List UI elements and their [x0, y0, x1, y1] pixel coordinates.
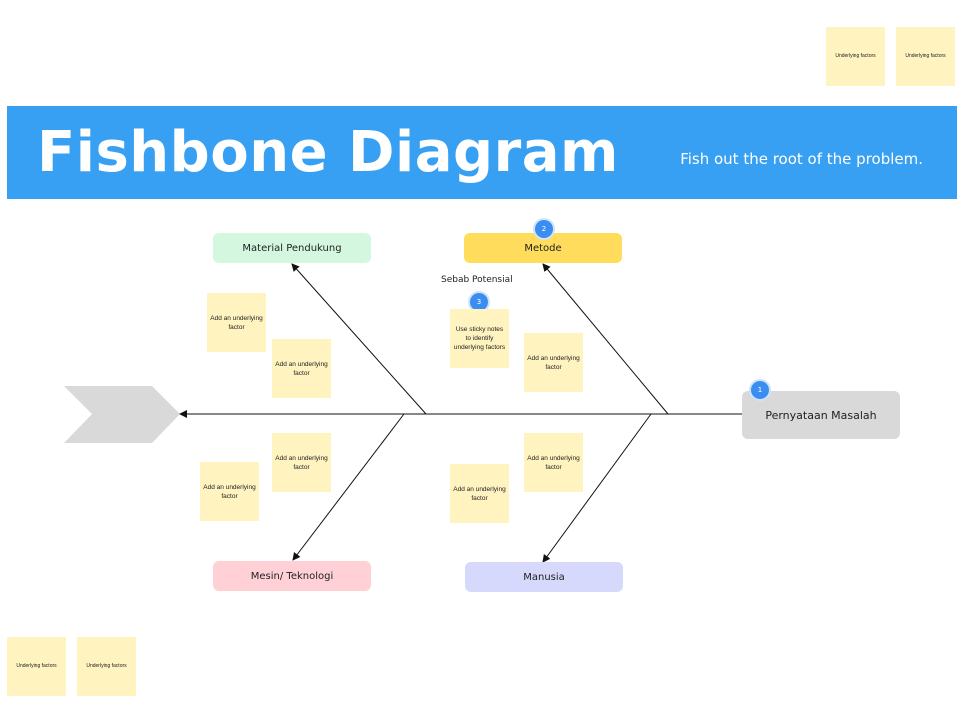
bone-mesin	[292, 413, 405, 561]
factor-sticky-note[interactable]: Add an underlying factor	[272, 339, 331, 398]
factor-sticky-note[interactable]: Add an underlying factor	[272, 433, 331, 492]
category-material-pendukung[interactable]: Material Pendukung	[213, 233, 371, 263]
factor-sticky-note[interactable]: Add an underlying factor	[450, 464, 509, 523]
step-badge: 2	[535, 220, 553, 238]
bone-material	[291, 263, 427, 415]
header-banner: Fishbone Diagram Fish out the root of th…	[7, 106, 957, 199]
potential-cause-label: Sebab Potensial	[441, 275, 513, 285]
page-title: Fishbone Diagram	[37, 120, 619, 185]
category-mesin-teknologi[interactable]: Mesin/ Teknologi	[213, 561, 371, 591]
fish-tail-shape	[64, 386, 180, 443]
problem-statement-box[interactable]: Pernyataan Masalah	[742, 391, 900, 439]
sticky-note[interactable]: Underlying factors	[826, 27, 885, 86]
category-manusia[interactable]: Manusia	[465, 562, 623, 592]
factor-sticky-note[interactable]: Add an underlying factor	[207, 293, 266, 352]
hint-sticky-note[interactable]: Use sticky notes to identify underlying …	[450, 309, 509, 368]
category-metode[interactable]: Metode	[464, 233, 622, 263]
factor-sticky-note[interactable]: Add an underlying factor	[524, 433, 583, 492]
bone-metode	[542, 263, 669, 415]
factor-sticky-note[interactable]: Add an underlying factor	[524, 333, 583, 392]
page-subtitle: Fish out the root of the problem.	[680, 150, 923, 168]
sticky-note[interactable]: Underlying factors	[77, 637, 136, 696]
sticky-note[interactable]: Underlying factors	[7, 637, 66, 696]
step-badge: 1	[751, 381, 769, 399]
bone-manusia	[542, 413, 652, 563]
sticky-note[interactable]: Underlying factors	[896, 27, 955, 86]
step-badge: 3	[470, 293, 488, 311]
factor-sticky-note[interactable]: Add an underlying factor	[200, 462, 259, 521]
